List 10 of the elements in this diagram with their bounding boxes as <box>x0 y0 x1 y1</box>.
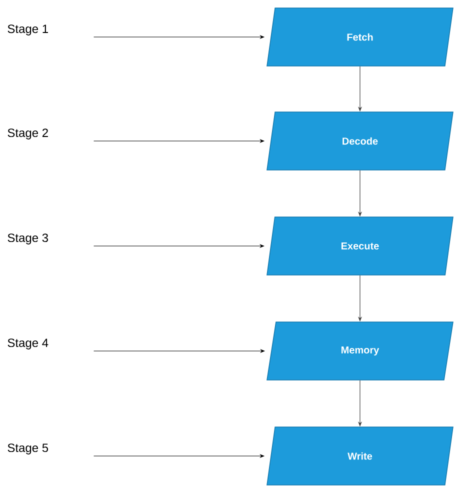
stage-label: Stage 3 <box>8 234 48 244</box>
step-parallelogram: Memory <box>266 322 454 380</box>
step-parallelogram: Write <box>266 426 454 486</box>
stage-label: Stage 4 <box>8 338 48 350</box>
stage-label: Stage 2 <box>8 128 48 140</box>
step-parallelogram: Decode <box>266 112 454 170</box>
step-parallelogram: Execute <box>266 216 454 276</box>
step-parallelogram: Fetch <box>266 8 454 66</box>
stage-label: Stage 1 <box>8 24 48 36</box>
stage-label: Stage 5 <box>8 444 48 454</box>
